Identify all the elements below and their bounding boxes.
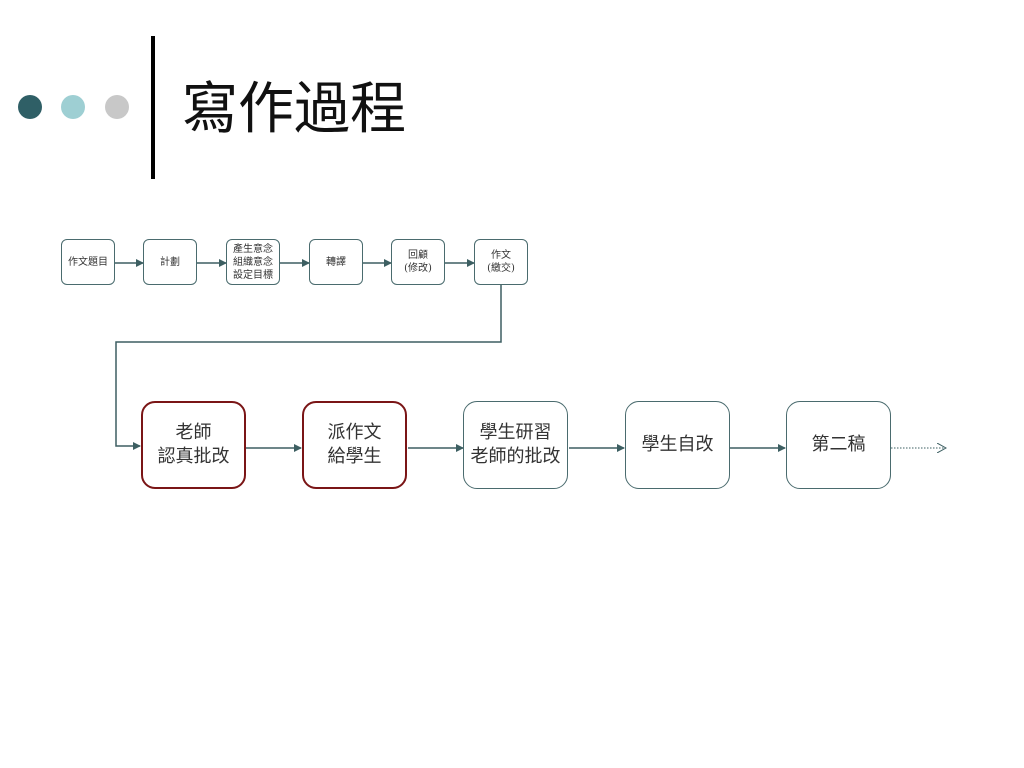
process-step-submit: 作文 (繳交) (474, 239, 528, 285)
revision-step-study-feedback: 學生研習 老師的批改 (463, 401, 568, 489)
revision-step-teacher-marking: 老師 認真批改 (141, 401, 246, 489)
revision-step-second-draft: 第二稿 (786, 401, 891, 489)
slide-title: 寫作過程 (182, 77, 406, 142)
process-step-label: 計劃 (160, 256, 180, 268)
decor-dot-dark (18, 95, 42, 119)
process-step-review: 回顧 (修改) (391, 239, 445, 285)
process-step-label: 作文 (繳交) (487, 250, 515, 274)
revision-step-label: 老師 認真批改 (157, 422, 230, 467)
process-step-label: 作文題目 (68, 256, 108, 268)
revision-step-label: 第二稿 (811, 434, 866, 455)
revision-step-label: 學生研習 老師的批改 (470, 422, 561, 467)
elbow-connector (115, 285, 502, 450)
revision-step-return-essay: 派作文 給學生 (302, 401, 407, 489)
process-step-topic: 作文題目 (61, 239, 115, 285)
revision-step-label: 學生自改 (641, 434, 714, 455)
title-divider (151, 36, 155, 179)
process-step-ideas: 產生意念 組織意念 設定目標 (226, 239, 280, 285)
process-step-label: 回顧 (修改) (404, 250, 432, 274)
revision-step-self-revise: 學生自改 (625, 401, 730, 489)
revision-step-label: 派作文 給學生 (327, 422, 382, 467)
decor-dot-light (61, 95, 85, 119)
process-step-label: 產生意念 組織意念 設定目標 (233, 243, 273, 281)
process-step-translate: 轉譯 (309, 239, 363, 285)
process-step-plan: 計劃 (143, 239, 197, 285)
decor-dot-gray (105, 95, 129, 119)
process-step-label: 轉譯 (326, 256, 346, 268)
